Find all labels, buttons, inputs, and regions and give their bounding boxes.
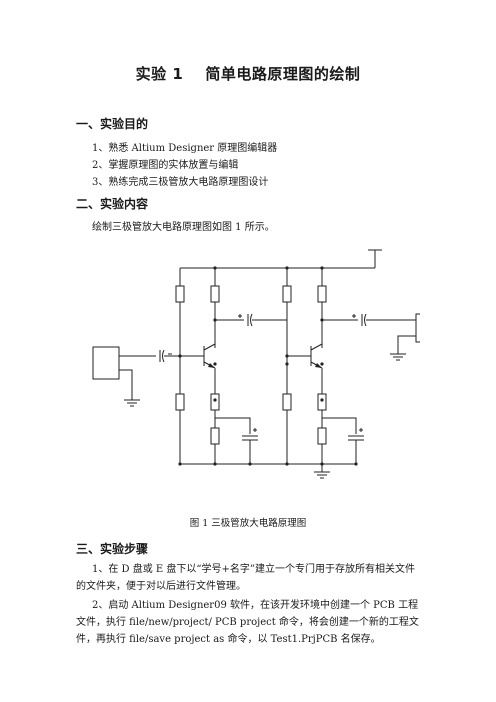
junction-dots [178, 266, 358, 466]
content-text: 绘制三极管放大电路原理图如图 1 所示。 [92, 222, 275, 233]
section-heading-content: 二、实验内容 [76, 197, 149, 211]
coupling-capacitor-c3 [215, 313, 287, 327]
ground-rail [180, 463, 356, 479]
amplifier-schematic [92, 249, 420, 479]
section-heading-steps: 三、实验步骤 [76, 542, 149, 556]
resistor-r3 [282, 285, 292, 303]
figure-caption: 图 1 三极管放大电路原理图 [189, 518, 307, 529]
q2-emitter-arrow [315, 363, 322, 368]
resistor-rc2 [317, 285, 327, 303]
bypass-capacitor-c4 [322, 417, 364, 464]
input-ground [119, 369, 140, 407]
objective-item-3: 3、熟练完成三极管放大电路原理图设计 [92, 177, 269, 188]
input-source-box [92, 346, 120, 380]
resistor-r1 [175, 285, 185, 303]
experiment-number: 实验 1 [135, 65, 184, 83]
resistor-r2 [175, 393, 185, 411]
section-heading-objectives: 一、实验目的 [76, 117, 149, 131]
page-title: 实验 1 简单电路原理图的绘制 [0, 63, 496, 84]
objective-item-1: 1、熟悉 Altium Designer 原理图编辑器 [92, 143, 278, 154]
resistor-r4 [282, 393, 292, 411]
step-paragraph-1: 1、在 D 盘或 E 盘下以“学号+名字”建立一个专门用于存放所有相关文件的文件… [76, 564, 415, 592]
output-capacitor-c5 [322, 313, 416, 327]
resistor-re2 [317, 393, 327, 411]
step-paragraph-2: 2、启动 Altium Designer09 软件，在该开发环境中创建一个 PC… [76, 600, 419, 645]
resistor-re1b [210, 427, 220, 445]
resistor-re2b [317, 427, 327, 445]
bypass-capacitor-c2 [215, 417, 258, 464]
output-load-box [415, 313, 420, 343]
objective-item-2: 2、掌握原理图的实体放置与编辑 [92, 160, 239, 171]
q1-emitter-arrow [208, 363, 215, 368]
vcc-rail [180, 249, 382, 269]
experiment-title: 简单电路原理图的绘制 [205, 65, 361, 83]
input-capacitor-c1 [119, 349, 180, 363]
output-ground [390, 335, 416, 361]
resistor-re1 [210, 393, 220, 411]
resistor-rc1 [210, 285, 220, 303]
